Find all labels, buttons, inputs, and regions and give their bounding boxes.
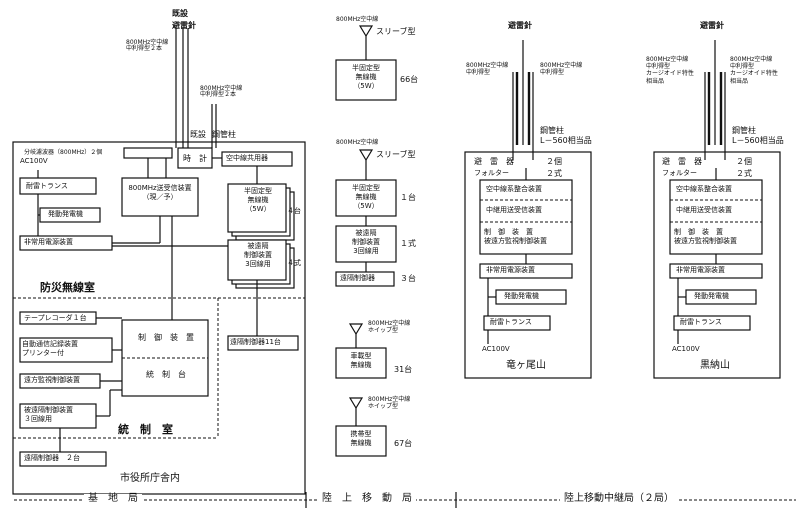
mobile-semi-fixed1: 半固定型 無線機 （5W） bbox=[352, 64, 380, 91]
relay2-ctrl-unit: 制 御 装 置 被遠方監視制御装置 bbox=[674, 228, 737, 246]
relay1-relay-tx: 中継用送受信装置 bbox=[486, 206, 542, 214]
semi-fixed-radio-label: 半固定型 無線機 （5W） bbox=[244, 187, 272, 213]
antenna-relay-label: 800MHz空中線 中利得型２本 bbox=[126, 39, 169, 52]
relay1-ant-b: 800MHz空中線 中利得型 bbox=[540, 62, 583, 77]
mobile-count1: 66台 bbox=[400, 75, 419, 84]
tape-recorder-label: テープレコーダ１台 bbox=[24, 314, 87, 322]
relay1-ant-a: 800MHz空中線 中利得型 bbox=[466, 62, 509, 77]
count-4-units: ４台 bbox=[287, 207, 301, 215]
relay2-lightning-rod: 避雷針 bbox=[700, 21, 724, 30]
mobile-station-lines bbox=[335, 25, 397, 457]
relay2-generator: 発動発電機 bbox=[694, 292, 729, 300]
room-bousai: 防災無線室 bbox=[40, 281, 95, 294]
mobile-count4: ３台 bbox=[400, 274, 416, 283]
mobile-vehicle: 車載型 無線機 bbox=[350, 352, 372, 370]
mobile-remote: 遠隔制御器 bbox=[340, 274, 375, 282]
relay2-relay-tx: 中継用送受信装置 bbox=[676, 206, 732, 214]
relay2-transformer: 耐雷トランス bbox=[680, 318, 722, 326]
relay2-emergency: 非常用電源装置 bbox=[676, 266, 725, 274]
relay1-generator: 発動発電機 bbox=[504, 292, 539, 300]
footer-relay: 陸上移動中継局（２局） bbox=[560, 494, 678, 504]
kisetsu-label-2: 既設 bbox=[190, 130, 206, 139]
remote-11-label: 遠隔制御器11台 bbox=[230, 338, 281, 346]
steel-pole-label: 鋼管柱 bbox=[212, 130, 236, 139]
mobile-semi-fixed2: 半固定型 無線機 （5W） bbox=[352, 184, 380, 210]
base-station-lines bbox=[12, 28, 306, 495]
relay1-lines bbox=[464, 40, 592, 379]
lightning-transformer-label: 耐雷トランス bbox=[26, 182, 68, 190]
mobile-portable: 携帯型 無線機 bbox=[350, 430, 372, 448]
room-tousei: 統 制 室 bbox=[118, 423, 173, 436]
mobile-sleeve2: スリーブ型 bbox=[376, 150, 416, 159]
mobile-sleeve1: スリーブ型 bbox=[376, 27, 416, 36]
emergency-power-label: 非常用電源装置 bbox=[24, 238, 73, 246]
remote-2-label: 遠隔制御器 ２台 bbox=[24, 454, 80, 462]
relay1-ac100v: AC100V bbox=[482, 345, 510, 353]
branch-filter-label: 分岐濾波器（800MHz）２個 bbox=[24, 149, 103, 156]
relay1-lightning-rod: 避雷針 bbox=[508, 21, 532, 30]
mobile-ant4: 800MHz空中線 ホイップ型 bbox=[368, 396, 411, 411]
mobile-remote-ctrl: 被遠隔 制御装置 3回線用 bbox=[352, 229, 380, 255]
relay1-site: 竜ヶ尾山 bbox=[506, 360, 546, 371]
relay1-total-ctrl: 空中線系整合装置 bbox=[486, 185, 542, 193]
mobile-ant3: 800MHz空中線 ホイップ型 bbox=[368, 320, 411, 335]
remote-ctrl-label: 被遠隔 制御装置 3回線用 bbox=[244, 242, 272, 268]
mobile-count5: 31台 bbox=[394, 365, 413, 374]
lightning-rod-label: 避雷針 bbox=[172, 21, 196, 30]
relay2-arrester: 避 雷 器 bbox=[662, 157, 702, 166]
relay2-ant-b: 800MHz空中線 中利得型 カージオイド特性 相当品 bbox=[730, 56, 778, 85]
auto-record-label: 自動通信記録装置 プリンター付 bbox=[22, 340, 78, 358]
relay2-ac100v: AC100V bbox=[672, 345, 700, 353]
relay1-filter: フォルター bbox=[474, 169, 509, 177]
remote-ctrl-unit-label: 被遠隔制御装置 ３回線用 bbox=[24, 406, 73, 424]
console-label: 統 制 台 bbox=[146, 370, 186, 379]
relay2-steel-pole: 鋼管柱 L－560相当品 bbox=[732, 126, 784, 145]
relay1-transformer: 耐雷トランス bbox=[490, 318, 532, 326]
relay2-filter: フォルター bbox=[662, 169, 697, 177]
relay1-arrester: 避 雷 器 bbox=[474, 157, 514, 166]
antenna-share-label: 空中線共用器 bbox=[226, 154, 268, 162]
antenna-relay-label-2: 800MHz空中線 中利得型２本 bbox=[200, 85, 243, 98]
relay2-count-2b: ２式 bbox=[736, 169, 752, 178]
relay2-count-2a: ２個 bbox=[736, 157, 752, 166]
relay2-lines bbox=[653, 40, 781, 379]
relay1-ctrl-unit: 制 御 装 置 被遠方監視制御装置 bbox=[484, 228, 547, 246]
ac100v-label: AC100V bbox=[20, 157, 48, 165]
relay1-emergency: 非常用電源装置 bbox=[486, 266, 535, 274]
clock-label: 時 計 bbox=[183, 154, 207, 163]
relay1-steel-pole: 鋼管柱 L－560相当品 bbox=[540, 126, 592, 145]
mobile-ant2: 800MHz空中線 bbox=[336, 139, 379, 146]
relay1-count-2b: ２式 bbox=[546, 169, 562, 178]
mobile-ant1: 800MHz空中線 bbox=[336, 16, 379, 23]
relay2-ant-a: 800MHz空中線 中利得型 カージオイド特性 相当品 bbox=[646, 56, 694, 85]
txrx-label: 800MHz送受信装置 （現／予） bbox=[128, 184, 192, 202]
relay2-total-ctrl: 空中線系整合装置 bbox=[676, 185, 732, 193]
kisetsu-label: 既設 bbox=[172, 9, 188, 18]
remote-monitor-label: 遠方監視制御装置 bbox=[24, 376, 80, 384]
mobile-count3: １式 bbox=[400, 239, 416, 248]
relay1-count-2a: ２個 bbox=[546, 157, 562, 166]
relay2-site: 黒納山 bbox=[700, 360, 730, 371]
generator-label: 発動発電機 bbox=[48, 210, 83, 218]
count-4-sets: ４式 bbox=[287, 259, 301, 267]
city-hall-label: 市役所庁舎内 bbox=[120, 473, 180, 484]
mobile-count6: 67台 bbox=[394, 439, 413, 448]
control-unit-label: 制 御 装 置 bbox=[138, 333, 194, 342]
footer-base: 基 地 局 bbox=[84, 494, 142, 504]
mobile-count2: １台 bbox=[400, 193, 416, 202]
footer-mobile: 陸 上 移 動 局 bbox=[318, 494, 416, 504]
